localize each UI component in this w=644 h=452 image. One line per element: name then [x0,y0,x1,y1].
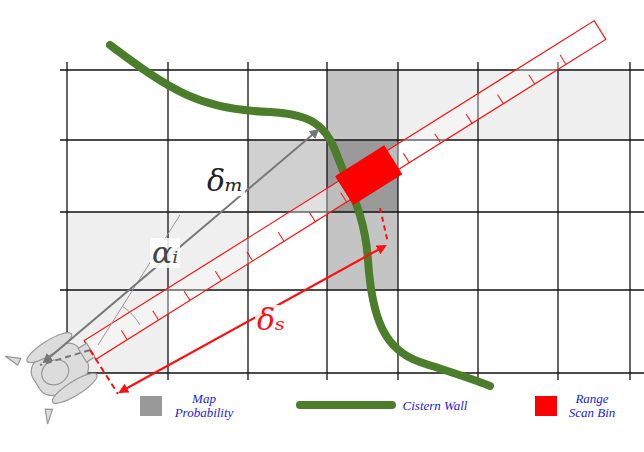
grid [60,62,644,380]
symbol-label: αᵢ [150,238,180,268]
scan-beam [81,16,609,365]
legend-text: Cistern Wall [400,399,470,413]
symbol-label: δₛ [255,305,287,335]
legend-text: Map Probability [165,392,243,421]
legend-line [300,401,392,409]
map-cells [67,70,630,373]
legend-text: Range Scan Bin [562,392,622,421]
symbol-label: δₘ [205,166,245,196]
legend-swatch [140,396,162,416]
legend-swatch [535,396,557,416]
robot [5,316,112,424]
